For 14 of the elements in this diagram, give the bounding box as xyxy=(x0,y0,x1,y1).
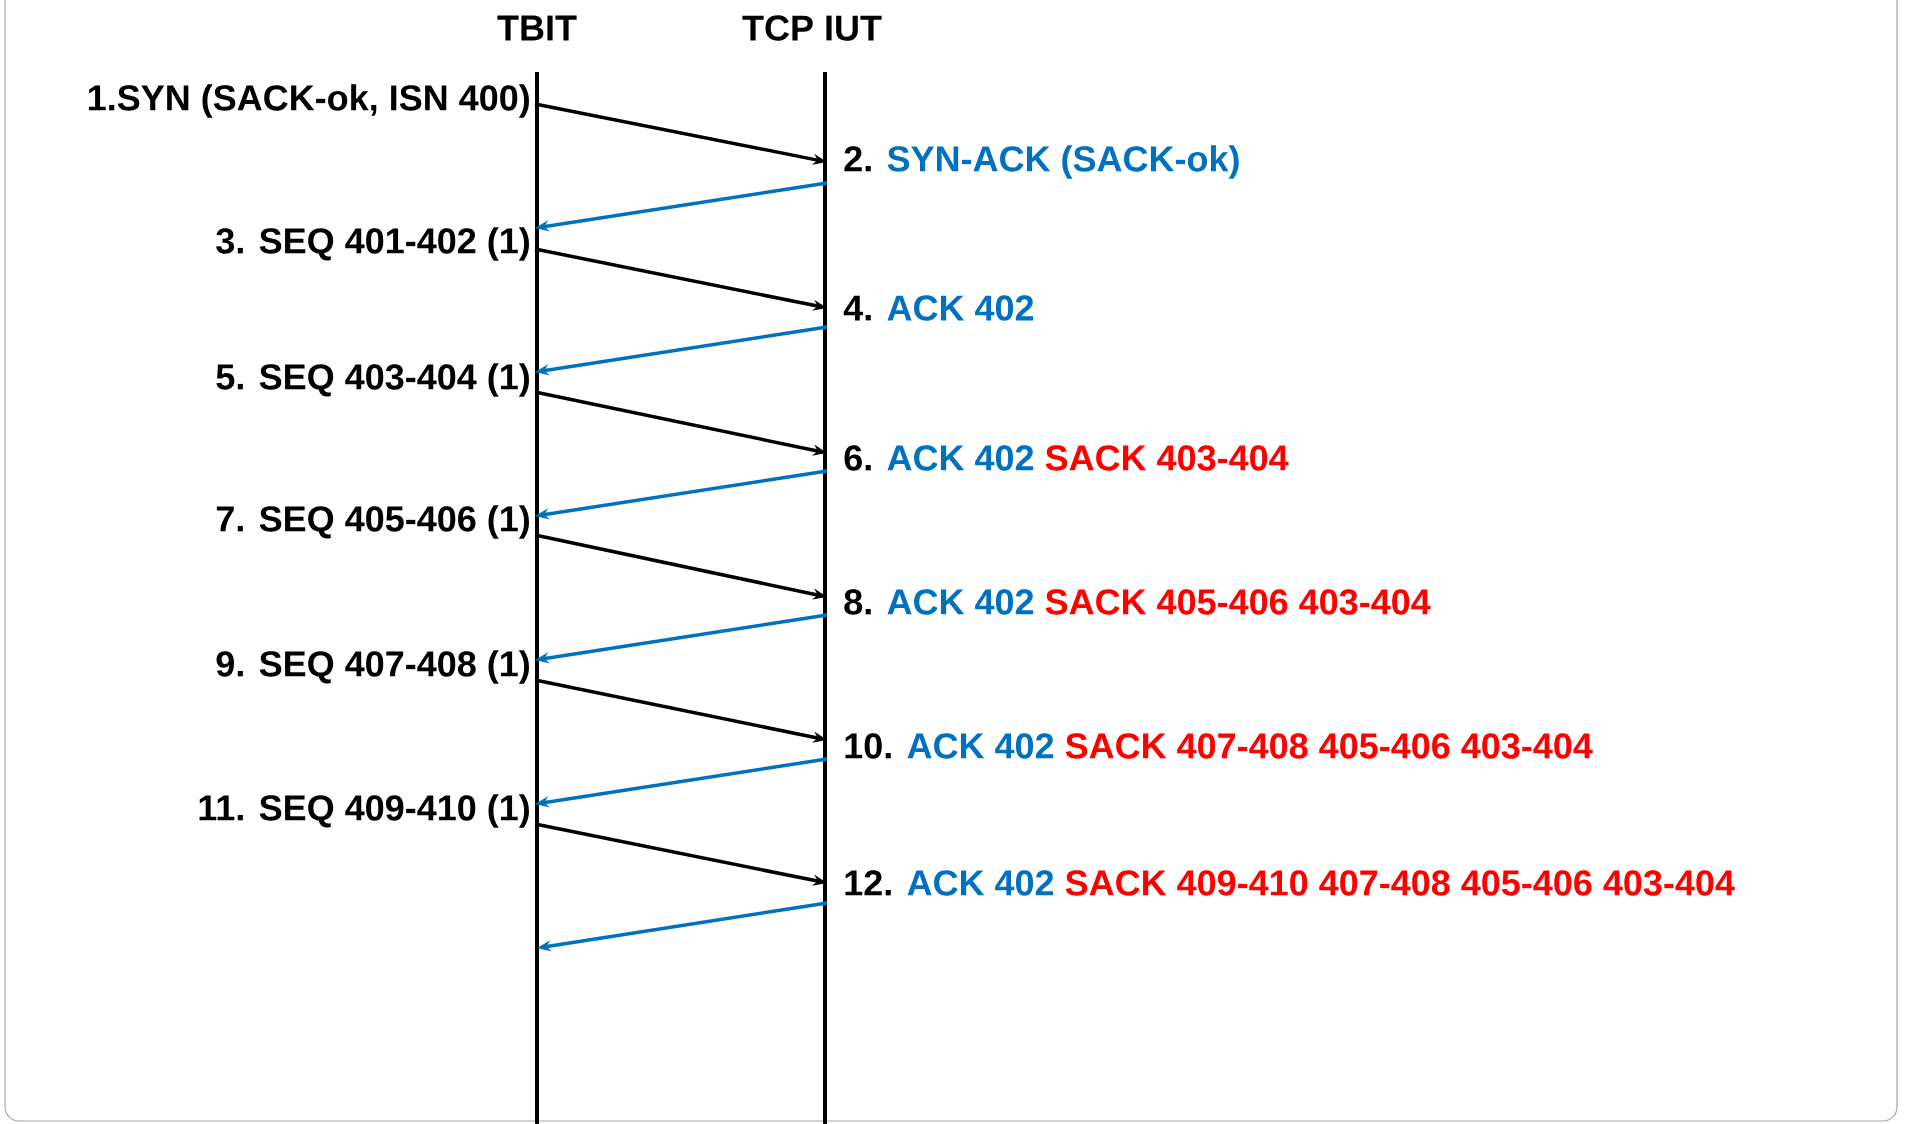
message-label: 12. ACK 402 SACK 409-410 407-408 405-406 403-404 xyxy=(845,870,1735,896)
lifeline-header: TCP IUT xyxy=(742,15,882,41)
message-label: 1.SYN (SACK-ok, ISN 400) xyxy=(89,84,529,118)
message-label: 10. ACK 402 SACK 407-408 405-406 403-404 xyxy=(845,733,1593,759)
message-label: 7. SEQ 405-406 (1) xyxy=(216,505,529,539)
message-label: 2. SYN-ACK (SACK-ok) xyxy=(844,145,1239,179)
lifeline-header: TBIT xyxy=(497,15,577,41)
message-label: 6. ACK 402 SACK 403-404 xyxy=(844,445,1289,471)
message-label: 8. ACK 402 SACK 405-406 403-404 xyxy=(844,589,1431,615)
message-label: 5. SEQ 403-404 (1) xyxy=(216,363,529,397)
message-label: 11. SEQ 409-410 (1) xyxy=(199,794,529,828)
message-label: 4. ACK 402 xyxy=(843,295,1034,321)
message-label: 9. SEQ 407-408 (1) xyxy=(216,650,529,684)
message-label: 3. SEQ 401-402 (1) xyxy=(216,227,529,261)
